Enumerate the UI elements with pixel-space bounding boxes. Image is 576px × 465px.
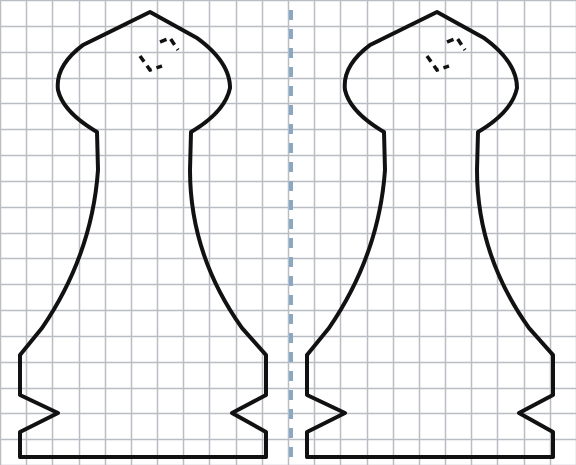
figure-canvas [0, 0, 576, 465]
symmetry-figure [0, 0, 576, 465]
